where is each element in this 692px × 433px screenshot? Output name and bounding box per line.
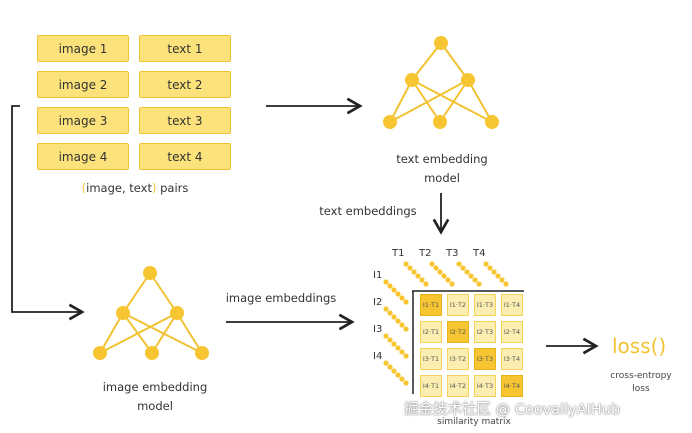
image-model-caption: image embedding model [88, 378, 222, 416]
image-embedding-vectors [383, 279, 409, 386]
i-label-2: I2 [373, 297, 383, 308]
matrix-cell: I3·T1 [420, 348, 442, 370]
i-label-3: I3 [373, 324, 383, 335]
t-label-2: T2 [419, 248, 432, 259]
pairs-caption: (image, text) pairs [70, 181, 200, 195]
pair-text-2: text 2 [139, 71, 231, 98]
t-label-4: T4 [473, 248, 486, 259]
image-model-line2: model [137, 399, 173, 413]
caption-paren-open: ( [81, 181, 87, 195]
loss-caption-line2: loss [632, 384, 650, 394]
image-model-line1: image embedding [102, 380, 208, 394]
text-model-line1: text embedding [396, 152, 488, 166]
i-label-1: I1 [373, 270, 383, 281]
matrix-cell: I4·T3 [474, 375, 496, 397]
matrix-cell: I4·T4 [501, 375, 523, 397]
matrix-cell: I2·T4 [501, 321, 523, 343]
caption-paren-close: ) [151, 181, 157, 195]
pair-image-4: image 4 [37, 143, 129, 170]
text-embeddings-label: text embeddings [319, 204, 417, 218]
i-label-4: I4 [373, 351, 383, 362]
loss-caption: cross-entropy loss [601, 370, 681, 396]
matrix-cell: I4·T1 [420, 375, 442, 397]
matrix-cell: I4·T2 [447, 375, 469, 397]
matrix-cell: I1·T1 [420, 294, 442, 316]
matrix-cell: I1·T3 [474, 294, 496, 316]
matrix-cell: I1·T4 [501, 294, 523, 316]
pair-image-2: image 2 [37, 71, 129, 98]
matrix-cell: I2·T1 [420, 321, 442, 343]
image-embeddings-label: image embeddings [225, 291, 337, 305]
t-label-3: T3 [446, 248, 459, 259]
matrix-cell: I1·T2 [447, 294, 469, 316]
bracket-line [11, 105, 85, 321]
pair-text-3: text 3 [139, 107, 231, 134]
t-label-1: T1 [392, 248, 405, 259]
loss-label: loss() [612, 334, 667, 358]
matrix-cell: I3·T3 [474, 348, 496, 370]
matrix-cell: I2·T3 [474, 321, 496, 343]
similarity-matrix-label: similarity matrix [437, 417, 511, 427]
image-model-network [99, 272, 203, 354]
text-model-line2: model [424, 171, 460, 185]
pair-image-3: image 3 [37, 107, 129, 134]
matrix-cell: I3·T4 [501, 348, 523, 370]
watermark: 掘金技术社区 @ CoovallyAIHub [404, 402, 621, 418]
caption-pairs: pairs [156, 181, 189, 195]
matrix-cell: I2·T2 [447, 321, 469, 343]
matrix-cell: I3·T2 [447, 348, 469, 370]
caption-image-text: image, text [86, 181, 152, 195]
text-embedding-vectors [403, 261, 509, 287]
text-model-caption: text embedding model [375, 150, 509, 188]
loss-caption-line1: cross-entropy [610, 371, 672, 381]
pair-image-1: image 1 [37, 35, 129, 62]
pair-text-4: text 4 [139, 143, 231, 170]
pair-text-1: text 1 [139, 35, 231, 62]
text-model-network [389, 42, 493, 123]
